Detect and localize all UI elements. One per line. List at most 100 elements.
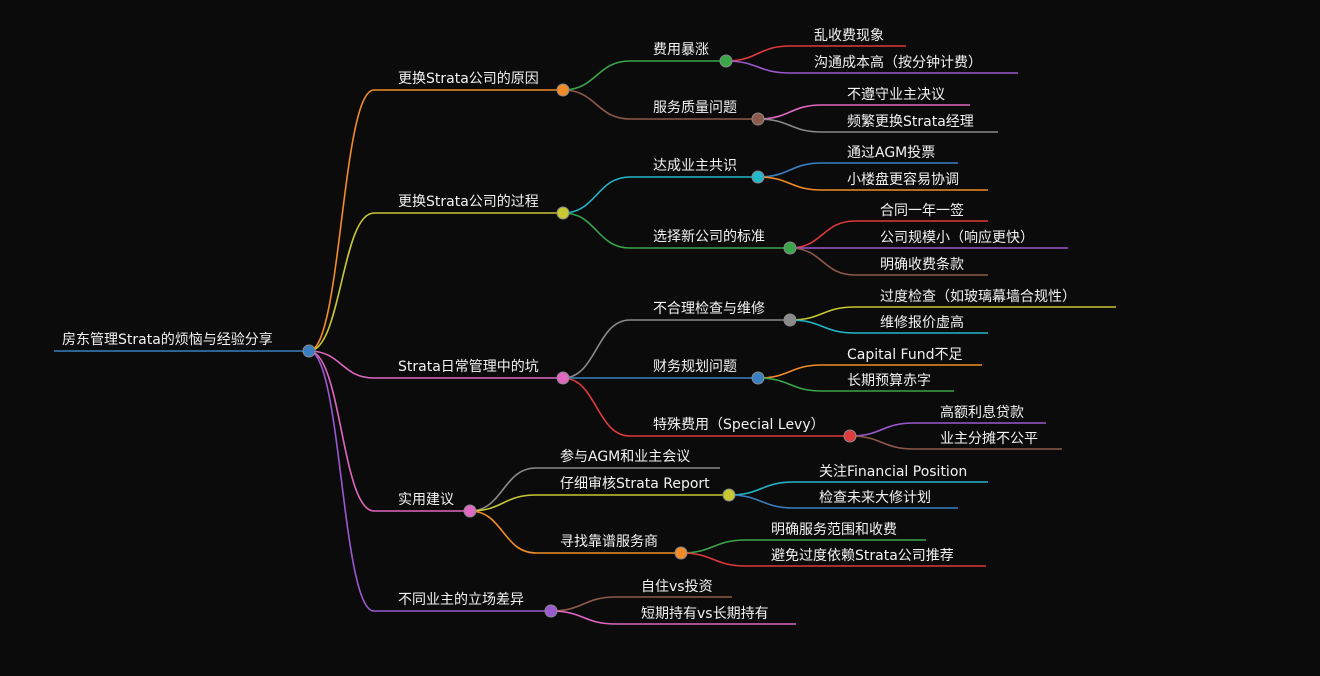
connector-edge	[725, 45, 791, 62]
leaf-item[interactable]: 维修报价虚高	[855, 314, 988, 334]
leaf-item[interactable]: 业主分摊不公平	[914, 431, 1062, 450]
leaf-label: Capital Fund不足	[847, 347, 962, 363]
branch-practical-advice[interactable]: 实用建议	[374, 492, 477, 518]
topic-label: 仔细审核Strata Report	[560, 476, 710, 492]
topic-special-levy[interactable]: 特殊费用（Special Levy）	[630, 417, 857, 443]
root-label: 房东管理Strata的烦恼与经验分享	[62, 331, 273, 348]
leaf-item[interactable]: 小楼盘更容易协调	[822, 171, 988, 191]
topic-financial-planning[interactable]: 财务规划问题	[630, 359, 765, 385]
topic-label: 不合理检查与维修	[653, 301, 765, 317]
topic-collapse-dot[interactable]	[783, 313, 797, 327]
leaf-item[interactable]: 明确服务范围和收费	[746, 521, 926, 541]
topic-label: 财务规划问题	[653, 359, 737, 375]
root-collapse-dot[interactable]	[302, 344, 316, 358]
leaf-label: 乱收费现象	[814, 28, 884, 44]
branch-owner-stances[interactable]: 不同业主的立场差异	[374, 592, 558, 618]
connector-edge	[789, 247, 856, 276]
root-node[interactable]: 房东管理Strata的烦恼与经验分享	[54, 331, 316, 358]
leaf-label: 自住vs投资	[641, 579, 713, 595]
leaf-item[interactable]: 过度检查（如玻璃幕墙合规性）	[855, 288, 1116, 308]
branch-label: 不同业主的立场差异	[398, 592, 524, 608]
leaf-label: 检查未来大修计划	[819, 490, 931, 506]
branch-collapse-dot[interactable]	[556, 206, 570, 220]
branch-reasons[interactable]: 更换Strata公司的原因	[374, 70, 570, 97]
leaf-label: 小楼盘更容易协调	[847, 171, 959, 188]
leaf-item[interactable]: 避免过度依赖Strata公司推荐	[746, 548, 986, 567]
branch-label: 实用建议	[398, 492, 454, 508]
leaf-label: 公司规模小（响应更快）	[880, 229, 1034, 246]
leaf-label: 不遵守业主决议	[847, 86, 945, 103]
leaf-label: 维修报价虚高	[880, 314, 964, 331]
leaf-item[interactable]: 短期持有vs长期持有	[616, 606, 796, 625]
topic-selection-criteria[interactable]: 选择新公司的标准	[630, 229, 797, 255]
leaf-item[interactable]: 通过AGM投票	[822, 145, 958, 164]
topic-fee-surge[interactable]: 费用暴涨	[630, 42, 733, 68]
leaf-item[interactable]: 检查未来大修计划	[794, 490, 958, 509]
branch-daily-pitfalls[interactable]: Strata日常管理中的坑	[374, 359, 570, 385]
leaf-item[interactable]: 长期预算赤字	[822, 373, 954, 392]
topic-collapse-dot[interactable]	[751, 371, 765, 385]
connector-edge	[562, 377, 631, 437]
connector-edge	[757, 364, 823, 379]
leaf-item[interactable]: 不遵守业主决议	[822, 86, 970, 106]
topic-collapse-dot[interactable]	[674, 546, 688, 560]
branch-label: 更换Strata公司的过程	[398, 193, 539, 210]
topic-collapse-dot[interactable]	[751, 112, 765, 126]
leaf-item[interactable]: 乱收费现象	[790, 28, 906, 47]
leaf-label: 通过AGM投票	[847, 145, 935, 161]
topic-unreasonable-inspection[interactable]: 不合理检查与维修	[630, 301, 797, 327]
connector-edge	[728, 494, 795, 509]
topic-collapse-dot[interactable]	[719, 54, 733, 68]
leaf-item[interactable]: 高额利息贷款	[914, 404, 1046, 424]
leaf-item[interactable]: 明确收费条款	[855, 256, 988, 276]
topic-service-quality[interactable]: 服务质量问题	[630, 100, 765, 126]
topic-label: 参与AGM和业主会议	[560, 448, 690, 465]
branch-collapse-dot[interactable]	[463, 504, 477, 518]
topic-label: 寻找靠谱服务商	[560, 534, 658, 550]
topic-reliable-providers[interactable]: 寻找靠谱服务商	[536, 534, 688, 560]
connector-edge	[308, 350, 375, 512]
branch-process[interactable]: 更换Strata公司的过程	[374, 193, 570, 220]
leaf-item[interactable]: 公司规模小（响应更快）	[855, 229, 1068, 249]
branch-label: Strata日常管理中的坑	[398, 359, 539, 375]
leaf-label: 短期持有vs长期持有	[641, 606, 769, 622]
leaf-item[interactable]: 自住vs投资	[616, 579, 732, 598]
leaf-label: 合同一年一签	[880, 202, 964, 219]
connector-edge	[757, 162, 823, 178]
topic-collapse-dot[interactable]	[783, 241, 797, 255]
connector-edge	[562, 89, 631, 120]
connector-edge	[789, 306, 856, 321]
leaf-item[interactable]: 合同一年一签	[855, 202, 988, 222]
connector-edge	[550, 610, 617, 625]
leaf-label: 沟通成本高（按分钟计费）	[814, 54, 982, 71]
leaf-item[interactable]: 沟通成本高（按分钟计费）	[790, 54, 1018, 74]
branch-label: 更换Strata公司的原因	[398, 70, 539, 87]
topic-attend-agm[interactable]: 参与AGM和业主会议	[536, 448, 720, 469]
topic-review-strata-report[interactable]: 仔细审核Strata Report	[536, 476, 736, 502]
connector-edge	[308, 350, 375, 612]
leaf-label: 业主分摊不公平	[940, 431, 1038, 447]
connector-edge	[725, 60, 791, 74]
topic-collapse-dot[interactable]	[751, 170, 765, 184]
topic-collapse-dot[interactable]	[843, 429, 857, 443]
leaf-label: 长期预算赤字	[847, 373, 931, 389]
connector-edge	[562, 319, 631, 379]
connector-edge	[757, 118, 823, 133]
topic-label: 特殊费用（Special Levy）	[653, 417, 825, 433]
connector-edge	[849, 435, 915, 450]
connector-edge	[789, 319, 856, 334]
branch-collapse-dot[interactable]	[544, 604, 558, 618]
topic-collapse-dot[interactable]	[722, 488, 736, 502]
connector-edge	[728, 481, 795, 496]
branch-collapse-dot[interactable]	[556, 371, 570, 385]
leaf-item[interactable]: 频繁更换Strata经理	[822, 113, 998, 133]
topic-label: 选择新公司的标准	[653, 229, 765, 245]
topic-owner-consensus[interactable]: 达成业主共识	[630, 158, 765, 184]
leaf-item[interactable]: 关注Financial Position	[794, 464, 988, 483]
branch-collapse-dot[interactable]	[556, 83, 570, 97]
leaf-label: 明确收费条款	[880, 256, 964, 273]
connector-edge	[757, 104, 823, 120]
leaf-item[interactable]: Capital Fund不足	[822, 347, 982, 366]
connector-edge	[308, 89, 375, 352]
